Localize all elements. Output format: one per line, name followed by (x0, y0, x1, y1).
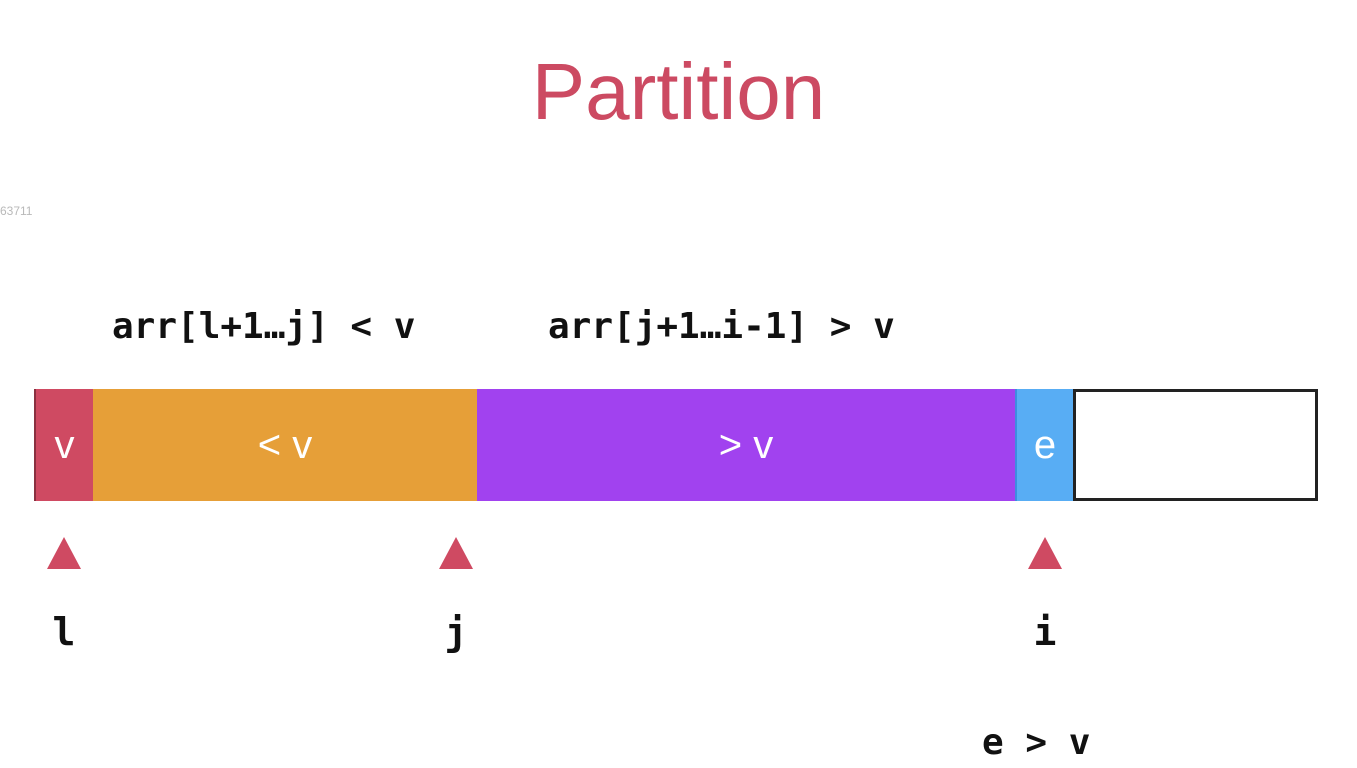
index-label-j: j (444, 610, 468, 654)
segment-less-than-pivot: < v (93, 389, 477, 501)
array-bar: v < v > v e (34, 389, 1318, 501)
marker-j-triangle-icon (439, 537, 473, 569)
condition-label: e > v (982, 722, 1091, 763)
segment-greater-than-pivot: > v (477, 389, 1015, 501)
range-label-greater: arr[j+1…i-1] > v (548, 306, 895, 347)
marker-l-triangle-icon (47, 537, 81, 569)
index-label-i: i (1033, 610, 1057, 654)
range-label-less: arr[l+1…j] < v (112, 306, 416, 347)
diagram-title: Partition (531, 47, 826, 136)
segment-current-element: e (1015, 389, 1073, 501)
watermark-text: 63711 (0, 204, 33, 218)
marker-i-triangle-icon (1028, 537, 1062, 569)
segment-unprocessed (1073, 389, 1318, 501)
segment-pivot: v (34, 389, 93, 501)
index-label-l: l (52, 610, 76, 654)
